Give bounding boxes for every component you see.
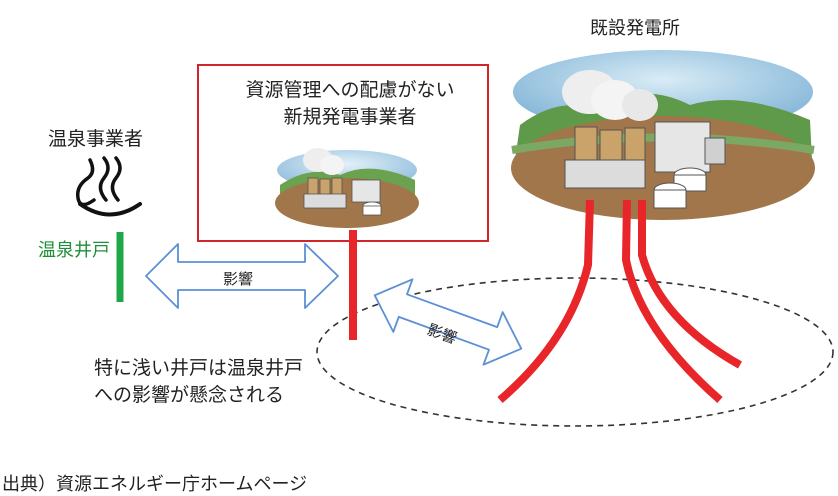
new-operator-label-line1: 資源管理への配慮がない xyxy=(245,79,455,101)
shallow-well-note-line1: 特に浅い井戸は温泉井戸 xyxy=(94,357,304,379)
source-citation: 出典）資源エネルギー庁ホームページ xyxy=(2,474,308,495)
shallow-well-note-line2: への影響が懸念される xyxy=(94,384,285,406)
influence-label-left: 影響 xyxy=(223,270,254,288)
existing-plant-wells xyxy=(497,199,742,404)
new-operator-label-line2: 新規発電事業者 xyxy=(283,106,417,128)
reservoir-ellipse xyxy=(316,277,834,427)
new-operator-label: 資源管理への配慮がない 新規発電事業者 xyxy=(215,77,485,131)
existing-plant-label: 既設発電所 xyxy=(590,18,680,39)
influence-arrow-left xyxy=(145,243,339,309)
hot-spring-icon xyxy=(75,156,142,217)
influence-arrow-right xyxy=(373,278,523,366)
shallow-well-note: 特に浅い井戸は温泉井戸 への影響が懸念される xyxy=(94,355,303,409)
existing-plant-illustration xyxy=(511,50,815,220)
new-plant-illustration xyxy=(275,148,419,228)
hot-spring-operator-label: 温泉事業者 xyxy=(48,128,144,150)
hot-spring-well-label: 温泉井戸 xyxy=(38,240,110,261)
